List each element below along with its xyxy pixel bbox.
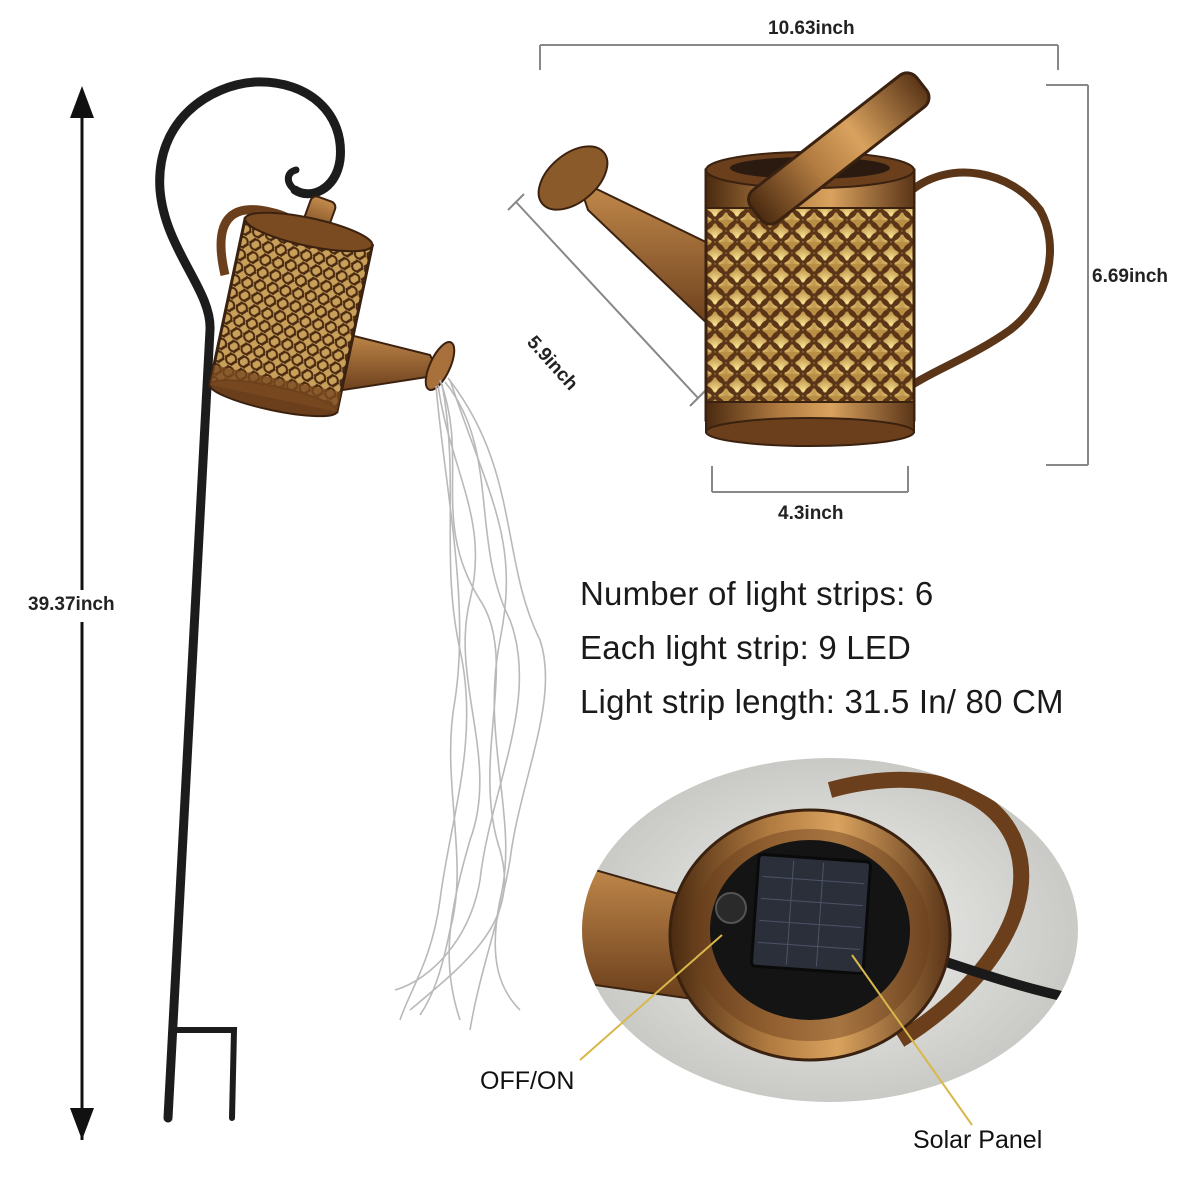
height-dimension-label: 39.37inch: [28, 594, 115, 615]
base-width-dimension-label: 4.3inch: [778, 503, 844, 524]
spec-light-strip-count: Number of light strips: 6: [580, 575, 934, 612]
hanging-watering-can: [208, 195, 456, 418]
length-dimension-label: 10.63inch: [768, 18, 855, 39]
spec-leds-per-strip: Each light strip: 9 LED: [580, 629, 912, 666]
light-strip-wires: [394, 377, 547, 1031]
length-dimension-line: [539, 44, 1059, 70]
solar-panel-closeup: [582, 758, 1078, 1102]
off-on-switch-label: OFF/ON: [480, 1067, 575, 1095]
height-dimension-arrow: [28, 86, 138, 1140]
callout-leaders: [579, 934, 973, 1126]
can-height-dimension-label: 6.69inch: [1092, 266, 1169, 287]
watering-can-closeup: [537, 71, 1054, 447]
spout-length-dimension-line: [507, 193, 707, 407]
can-height-dimension-line: [1046, 84, 1089, 466]
base-width-dimension-line: [711, 466, 909, 493]
solar-panel-label: Solar Panel: [913, 1126, 1043, 1154]
spec-strip-length: Light strip length: 31.5 In/ 80 CM: [580, 683, 1064, 720]
shepherd-hook-stake: [155, 77, 345, 1123]
